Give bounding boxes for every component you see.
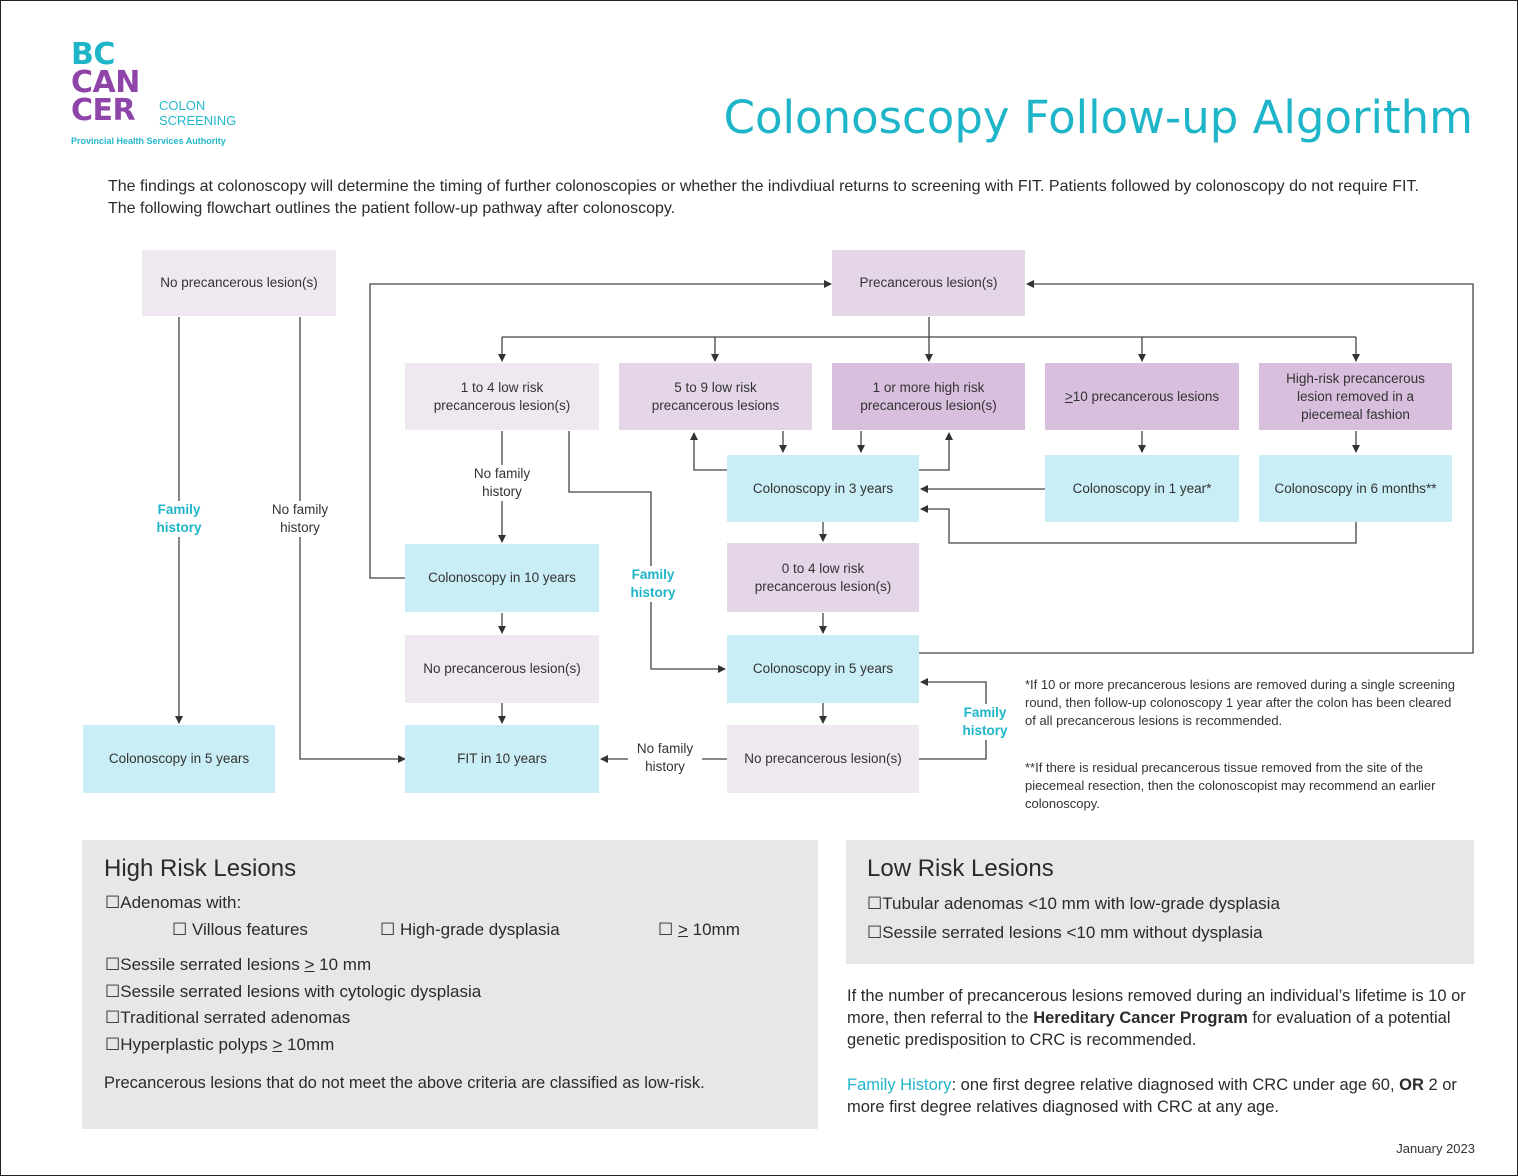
- checkbox-icon: ☐: [105, 955, 121, 974]
- checkbox-icon: ☐: [105, 1035, 121, 1054]
- family-history-term: Family History: [847, 1076, 952, 1094]
- family-history-text-2: 2 or more first degree relatives diagnos…: [847, 1076, 1457, 1116]
- hr-ssl-dysplasia-label: Sessile serrated lesions with cytologic …: [120, 982, 482, 1001]
- high-risk-title: High Risk Lesions: [104, 855, 297, 882]
- arrow-c10y-to-pre: [369, 280, 832, 579]
- box-5-to-9-low-risk: 5 to 9 low risk precancerous lesions: [619, 363, 812, 430]
- logo-screening: SCREENING: [159, 113, 237, 128]
- hr-high-grade-label: High-grade dysplasia: [399, 920, 560, 939]
- label-no-family-history-mid: No family history: [465, 465, 539, 501]
- footnote-2: **If there is residual precancerous tiss…: [1025, 760, 1436, 811]
- footnote-1: *If 10 or more precancerous lesions are …: [1025, 677, 1455, 728]
- label-family-history-right: Family history: [957, 704, 1013, 740]
- lr-sessile: ☐Sessile serrated lesions <10 mm without…: [867, 923, 1263, 943]
- label-family-history-mid: Family history: [623, 566, 683, 602]
- logo-can: CAN: [71, 65, 140, 100]
- intro-text: The findings at colonoscopy will determi…: [108, 178, 1419, 217]
- label-no-family-history-bottom: No family history: [628, 740, 702, 776]
- hereditary-note: If the number of precancerous lesions re…: [847, 985, 1477, 1051]
- checkbox-icon: ☐: [867, 894, 883, 913]
- hr-high-grade: ☐ High-grade dysplasia: [380, 920, 560, 940]
- box-high-risk: 1 or more high risk precancerous lesion(…: [832, 363, 1025, 430]
- logo-colon: COLON: [159, 98, 206, 113]
- label-no-family-history-left: No family history: [263, 501, 337, 537]
- lr-sessile-label: Sessile serrated lesions <10 mm without …: [882, 923, 1263, 942]
- gte-symbol: >: [677, 920, 688, 939]
- checkbox-icon: ☐: [105, 893, 121, 912]
- hr-ge10mm: ☐ > 10mm: [658, 920, 740, 940]
- checkbox-icon: ☐: [172, 920, 188, 939]
- hr-footer: Precancerous lesions that do not meet th…: [104, 1074, 705, 1092]
- box-1-to-4-low-risk: 1 to 4 low risk precancerous lesion(s): [405, 363, 599, 430]
- flowchart-connectors: [175, 280, 1474, 763]
- box-fit-10-years: FIT in 10 years: [405, 725, 599, 793]
- gte-symbol: >: [304, 955, 315, 974]
- page-title: Colonoscopy Follow-up Algorithm: [723, 91, 1473, 144]
- arrow-c5y-to-pre: [919, 280, 1474, 654]
- logo-cer: CER: [71, 93, 136, 128]
- lr-tubular: ☐Tubular adenomas <10 mm with low-grade …: [867, 894, 1280, 914]
- hereditary-text-1: If the number of precancerous lesions re…: [847, 987, 1466, 1027]
- hr-tsa-label: Traditional serrated adenomas: [120, 1008, 351, 1027]
- hr-tsa: ☐Traditional serrated adenomas: [105, 1008, 350, 1028]
- low-risk-panel: Low Risk Lesions ☐Tubular adenomas <10 m…: [846, 840, 1474, 964]
- hr-villous: ☐ Villous features: [172, 920, 308, 940]
- hr-hyperplastic-size: 10mm: [282, 1035, 335, 1054]
- arrow-nofamily-to-fit: [299, 317, 406, 763]
- family-history-definition: Family History: one first degree relativ…: [847, 1074, 1477, 1118]
- box-no-precancerous-mid: No precancerous lesion(s): [405, 635, 599, 703]
- arrow-c6m-to-c3y: [920, 505, 1357, 544]
- family-history-or: OR: [1399, 1076, 1424, 1094]
- hr-hyperplastic: ☐Hyperplastic polyps > 10mm: [105, 1035, 334, 1055]
- box-precancerous: Precancerous lesion(s): [832, 250, 1025, 316]
- hereditary-text-2: for evaluation of a potential genetic pr…: [847, 1009, 1451, 1049]
- checkbox-icon: ☐: [380, 920, 396, 939]
- checkbox-icon: ☐: [658, 920, 674, 939]
- hr-hyperplastic-label: Hyperplastic polyps: [120, 1035, 273, 1054]
- box-colonoscopy-10-years: Colonoscopy in 10 years: [405, 544, 599, 612]
- box-10-precancerous: > 10 precancerous lesions: [1045, 363, 1239, 430]
- date-label: January 2023: [1396, 1141, 1475, 1156]
- box-colonoscopy-1-year: Colonoscopy in 1 year*: [1045, 455, 1239, 522]
- box-no-precancerous-bottom: No precancerous lesion(s): [727, 725, 919, 793]
- logo-org: Provincial Health Services Authority: [71, 136, 226, 146]
- high-risk-panel: High Risk Lesions ☐Adenomas with: ☐ Vill…: [82, 840, 818, 1129]
- hr-adenomas: ☐Adenomas with:: [105, 893, 241, 913]
- hr-ge10mm-label: 10mm: [687, 920, 740, 939]
- box-colonoscopy-3-years: Colonoscopy in 3 years: [727, 455, 919, 522]
- arrow-c3y-to-high1: [919, 432, 953, 471]
- low-risk-title: Low Risk Lesions: [867, 855, 1054, 882]
- arrow-c3y-to-low59: [690, 432, 727, 471]
- checkbox-icon: ☐: [105, 982, 121, 1001]
- hr-ssl-dysplasia: ☐Sessile serrated lesions with cytologic…: [105, 982, 481, 1002]
- family-history-text-1: : one first degree relative diagnosed wi…: [951, 1076, 1400, 1094]
- gte-symbol: >: [272, 1035, 283, 1054]
- hr-ssl-10: ☐Sessile serrated lesions > 10 mm: [105, 955, 371, 975]
- arrow-low14-family-to-c5y: [568, 431, 726, 673]
- checkbox-icon: ☐: [105, 1008, 121, 1027]
- box-piecemeal: High-risk precancerous lesion removed in…: [1259, 363, 1452, 430]
- hr-adenomas-label: Adenomas with:: [120, 893, 242, 912]
- box-colonoscopy-6-months: Colonoscopy in 6 months**: [1259, 455, 1452, 522]
- hr-ssl-label: Sessile serrated lesions: [120, 955, 305, 974]
- logo-bc: BC: [71, 37, 115, 72]
- hr-villous-label: Villous features: [191, 920, 308, 939]
- box-10-label: 10 precancerous lesions: [1072, 388, 1220, 404]
- box-no-precancerous-top: No precancerous lesion(s): [142, 250, 336, 316]
- box-colonoscopy-5-years-left: Colonoscopy in 5 years: [83, 725, 275, 793]
- label-family-history-left: Family history: [149, 501, 209, 537]
- hr-ssl-size: 10 mm: [314, 955, 372, 974]
- lr-tubular-label: Tubular adenomas <10 mm with low-grade d…: [882, 894, 1280, 913]
- gte-symbol: >: [1064, 388, 1073, 404]
- checkbox-icon: ☐: [867, 923, 883, 942]
- box-colonoscopy-5-years-mid: Colonoscopy in 5 years: [727, 635, 919, 703]
- hereditary-program: Hereditary Cancer Program: [1033, 1009, 1248, 1027]
- box-0-to-4-low-risk: 0 to 4 low risk precancerous lesion(s): [727, 543, 919, 612]
